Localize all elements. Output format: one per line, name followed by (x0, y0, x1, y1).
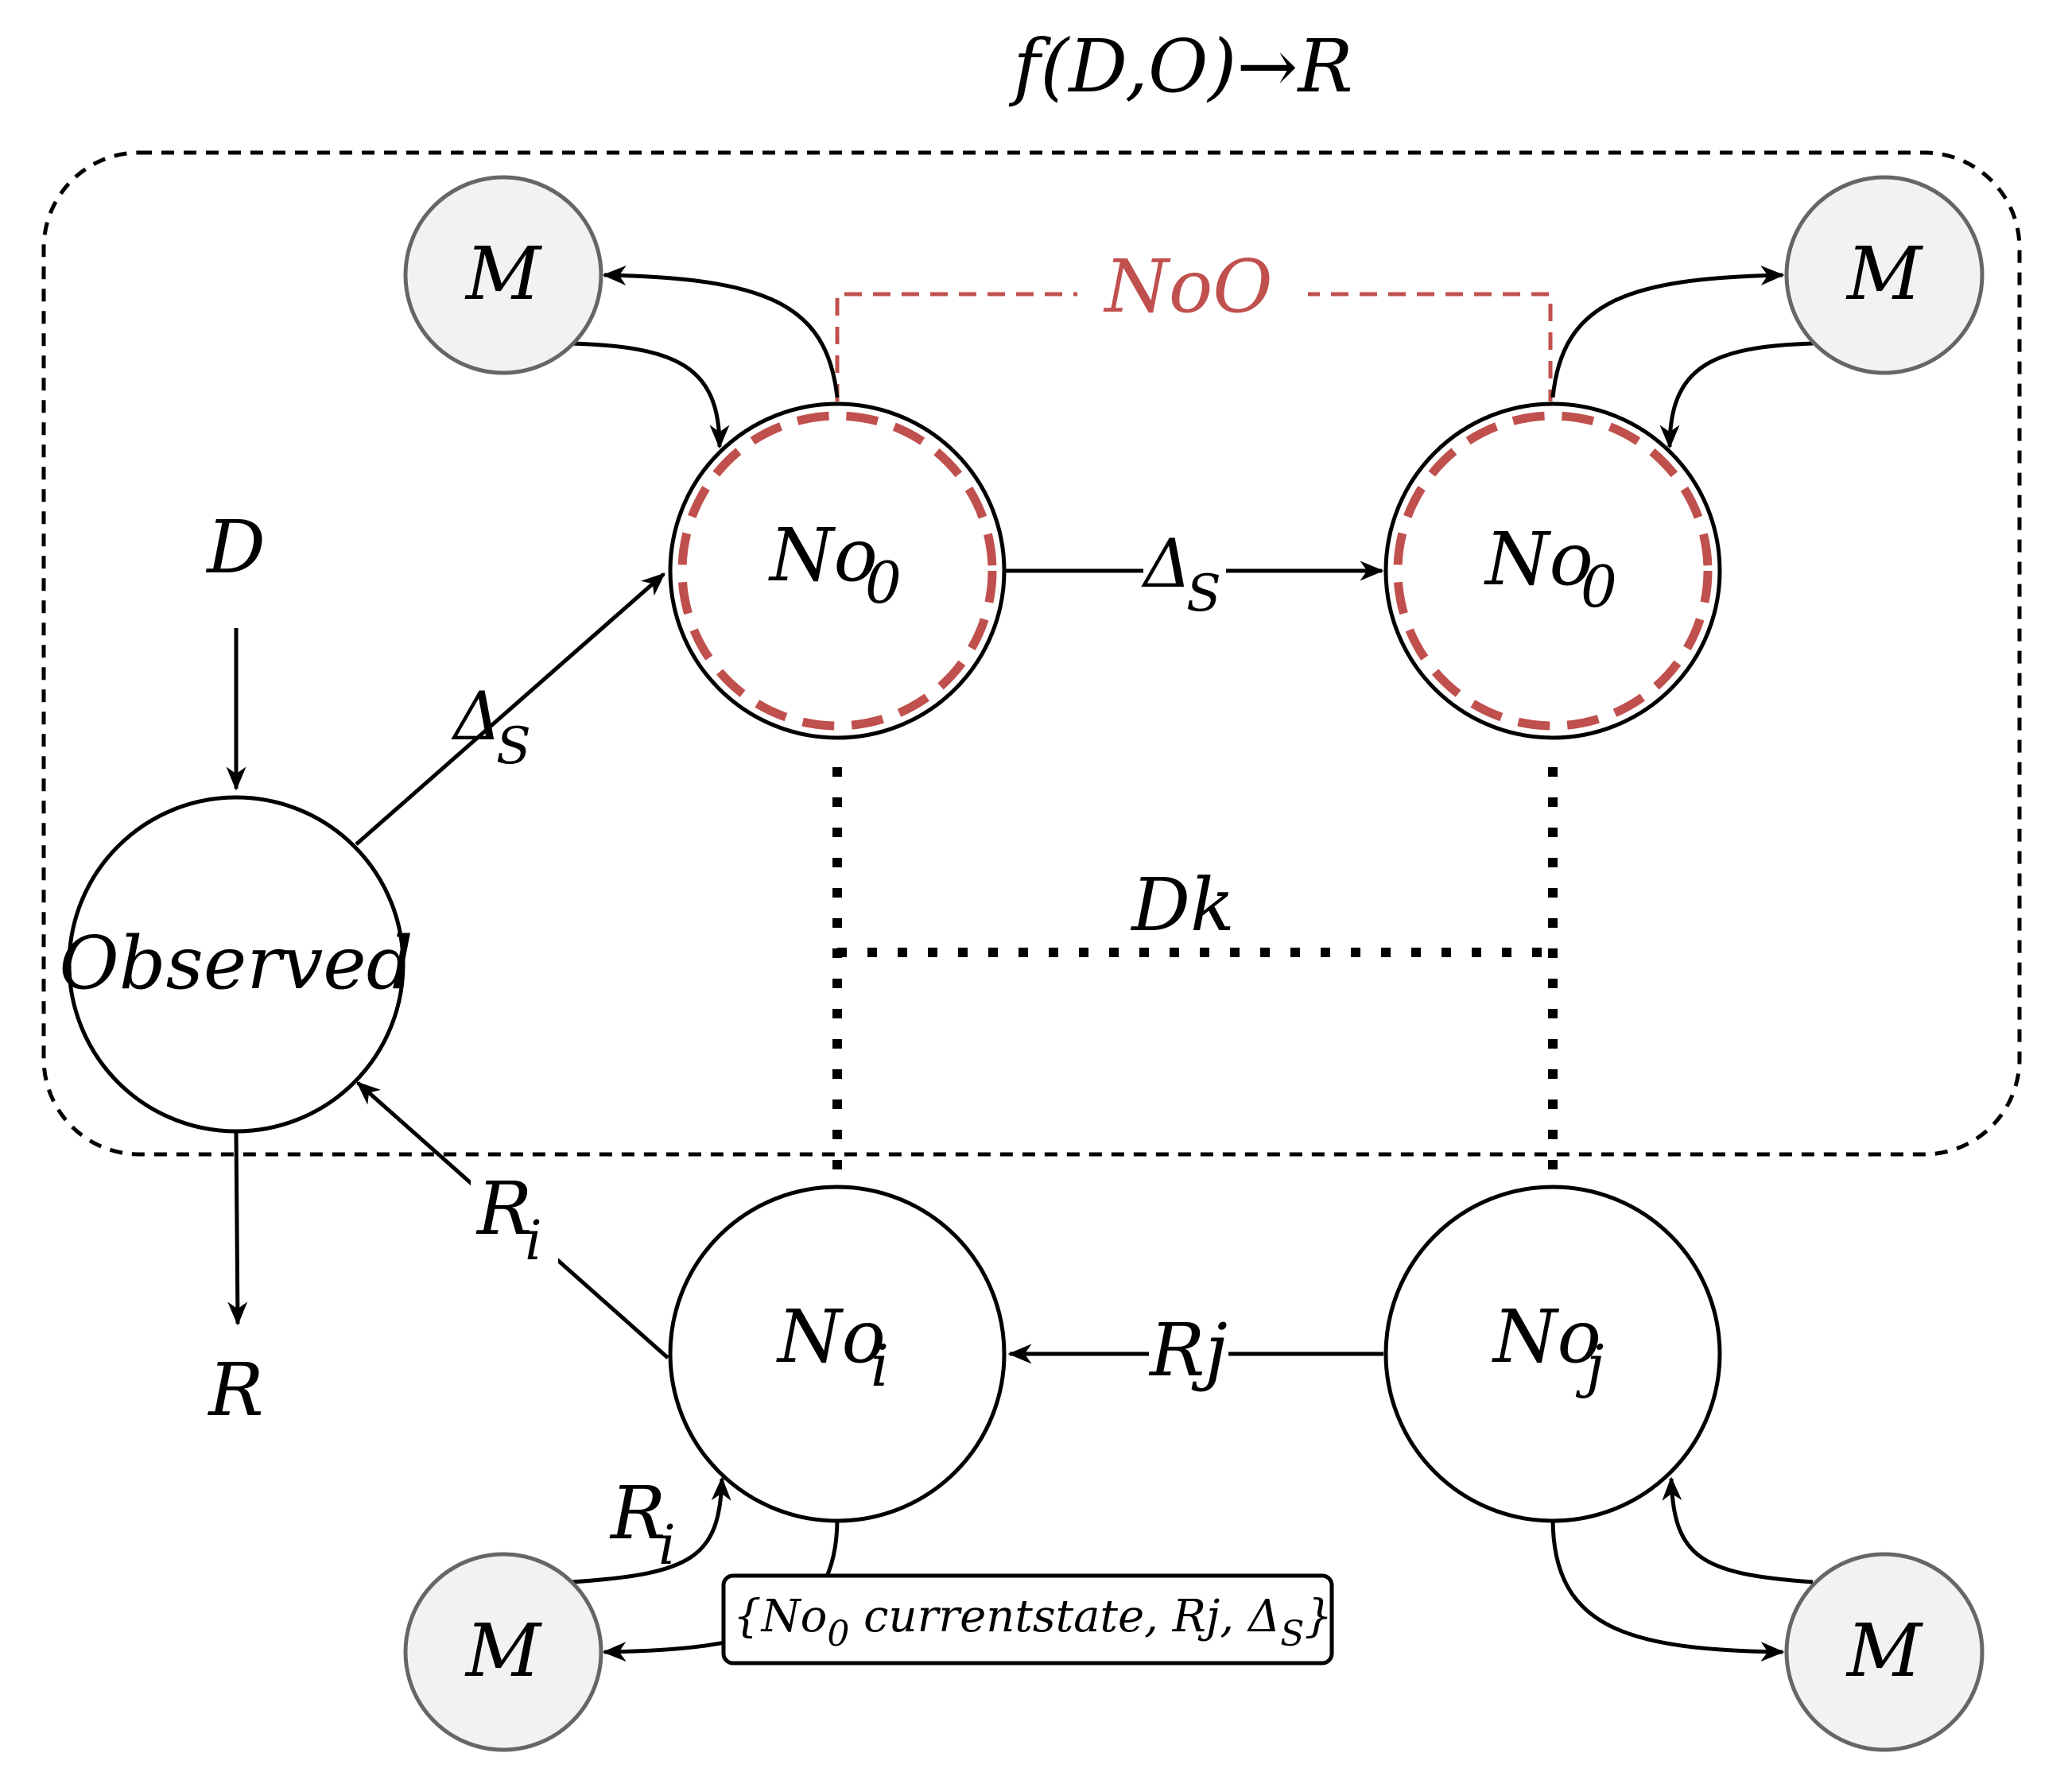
dk-label: Dk (1130, 863, 1235, 948)
no0-left-sub: 0 (865, 549, 902, 616)
system-boundary (41, 150, 2022, 1157)
edge-observed-r (227, 1132, 248, 1326)
output-r-label: R (207, 1348, 263, 1433)
no0-left-base: No (768, 513, 878, 598)
ri-upper-base: R (475, 1166, 532, 1251)
node-m-bottomleft: M (403, 1552, 603, 1752)
ri-upper-sub: i (525, 1210, 542, 1273)
delta-s-diag-sub: S (496, 717, 531, 776)
edge-observed-no0 (355, 572, 665, 846)
label-rj: Rj (1148, 1308, 1228, 1393)
node-m-topright: M (1784, 175, 1985, 375)
noj-base: No (1492, 1294, 1601, 1379)
delta-s-horiz-sub: S (1186, 564, 1221, 623)
noo-label: NoO (1103, 244, 1272, 329)
no0-right-sub: 0 (1581, 553, 1617, 620)
edge-m-bottomright-noj (1662, 1476, 1814, 1584)
label-delta-s-diagonal: Δ S (451, 677, 531, 776)
label-ri-lower: R i (609, 1471, 676, 1577)
m-bottomright-label: M (1845, 1608, 1924, 1693)
msg-suffix: } (1304, 1591, 1333, 1642)
node-m-topleft: M (403, 175, 603, 375)
m-topright-label: M (1845, 231, 1924, 316)
ri-lower-sub: i (658, 1514, 676, 1577)
noi-sub: i (871, 1332, 889, 1399)
delta-s-horiz-base: Δ (1141, 525, 1192, 603)
node-noi: No i (668, 1185, 1007, 1523)
label-ri-upper: R i (475, 1166, 542, 1273)
msg-subs: S (1280, 1614, 1304, 1654)
no0-right-base: No (1484, 517, 1593, 602)
edge-no0-m-topleft (602, 266, 840, 398)
ri-lower-base: R (609, 1471, 665, 1556)
msg-sub0: 0 (827, 1614, 849, 1654)
node-noj: No j (1383, 1185, 1722, 1523)
edge-m-topleft-no0 (570, 341, 730, 449)
svg-text:{No0 currentstate, Rj, ΔS}: {No0 currentstate, Rj, ΔS} (733, 1591, 1333, 1654)
noi-base: No (776, 1294, 886, 1379)
input-d-label: D (205, 505, 266, 590)
m-topleft-label: M (464, 231, 543, 316)
message-box: {No0 currentstate, Rj, ΔS} (721, 1573, 1334, 1666)
m-bottomleft-label: M (464, 1608, 543, 1693)
node-no0-right: No 0 (1383, 401, 1722, 740)
edge-m-bottomleft-noi (570, 1476, 731, 1584)
observed-label: Observed (59, 921, 413, 1006)
msg-prefix: {No (733, 1591, 827, 1642)
edge-m-topright-no0 (1659, 341, 1814, 449)
node-observed: Observed (59, 795, 413, 1134)
edge-no0-m-topright (1550, 266, 1785, 398)
delta-s-diag-base: Δ (451, 677, 502, 755)
label-delta-s-horizontal: Δ S (1141, 525, 1221, 623)
node-m-bottomright: M (1784, 1552, 1985, 1752)
dk-dotted-lines (832, 767, 1558, 1185)
title-label: f(D,O)→R (1008, 24, 1352, 109)
msg-mid: currentstate, Rj, Δ (849, 1591, 1280, 1642)
edge-noj-m-bottomright (1550, 1518, 1785, 1662)
node-no0-left: No 0 (668, 401, 1007, 740)
